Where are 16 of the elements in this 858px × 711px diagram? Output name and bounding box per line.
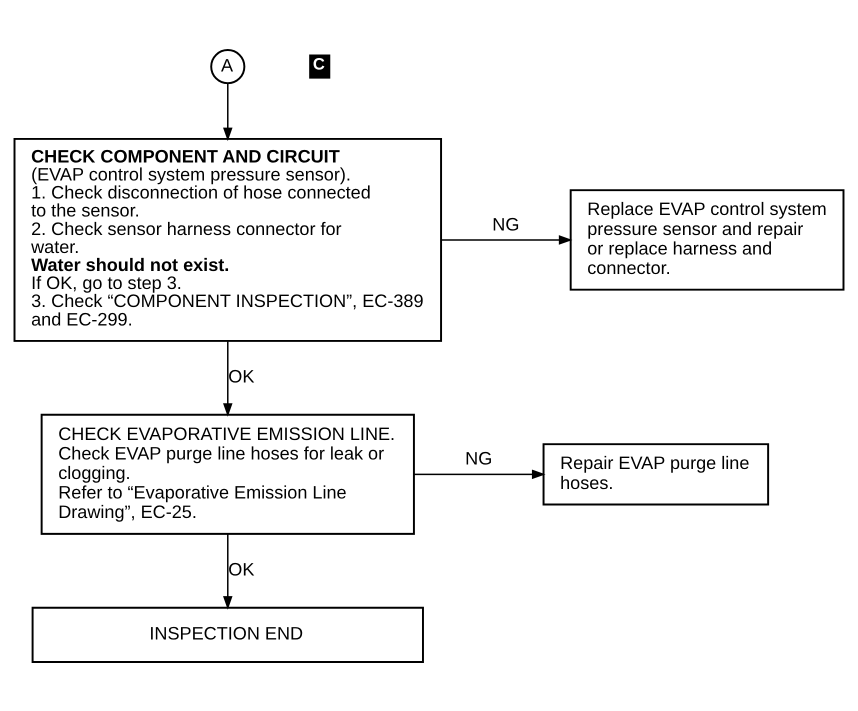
node-box: INSPECTION END <box>32 606 424 662</box>
edge-label: OK <box>228 558 254 579</box>
arrow <box>223 341 233 416</box>
arrow <box>223 82 233 141</box>
arrow <box>414 469 546 479</box>
edge-label: NG <box>465 448 492 468</box>
node-box: CHECK COMPONENT AND CIRCUIT (EVAP control system pressure sensor). 1. Check disconnection of hose connected to the sensor. 2. Check sensor harness connector for water. Water should not exist. If OK, go to step 3. 3. Check “COMPONENT INSPECTION”, EC-389 and EC-299. <box>14 137 442 342</box>
edge-label: OK <box>228 366 254 386</box>
label: C <box>312 54 325 73</box>
arrow <box>442 234 572 244</box>
node-box: CHECK EVAPORATIVE EMISSION LINE. Check EVAP purge line hoses for leak or clogging. Refer to “Evaporative Emission Line Drawing”, EC-25. <box>40 413 415 534</box>
node-box: Replace EVAP control system pressure sensor and repair or replace harness and connector. <box>570 188 844 290</box>
node-circle: A <box>210 48 246 84</box>
edge-label: NG <box>492 214 520 234</box>
node-box: Repair EVAP purge line hoses. <box>542 442 770 505</box>
arrow <box>223 534 233 610</box>
